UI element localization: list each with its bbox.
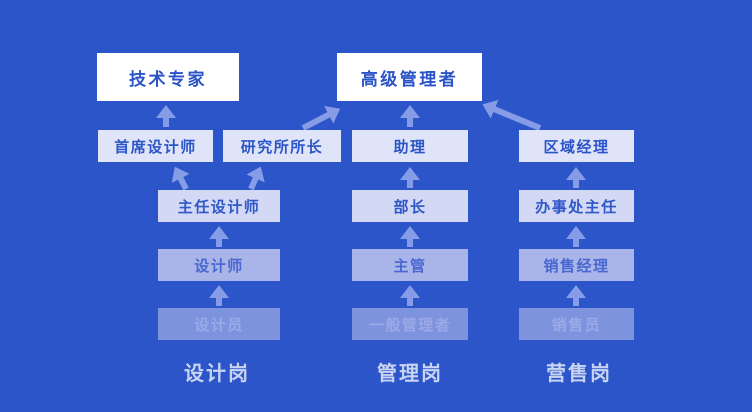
node-director-designer: 主任设计师 <box>158 190 280 222</box>
arrow-director-designer-to-institute-director <box>246 166 265 191</box>
node-chief-designer: 首席设计师 <box>98 130 213 162</box>
node-office-director: 办事处主任 <box>519 190 634 222</box>
node-supervisor: 主管 <box>352 249 468 281</box>
arrow-regional-manager-to-senior-manager <box>482 100 542 131</box>
node-institute-director: 研究所所长 <box>223 130 341 162</box>
node-salesperson: 销售员 <box>519 308 634 340</box>
node-minister: 部长 <box>352 190 468 222</box>
column-label-management: 管理岗 <box>377 363 443 385</box>
arrow-institute-director-to-senior-manager <box>301 105 341 131</box>
node-senior-manager: 高级管理者 <box>337 53 482 101</box>
node-designer: 设计师 <box>158 249 280 281</box>
node-tech-expert: 技术专家 <box>97 53 239 101</box>
node-general-manager: 一般管理者 <box>352 308 468 340</box>
node-regional-manager: 区域经理 <box>519 130 634 162</box>
arrow-director-designer-to-chief-designer <box>171 166 190 191</box>
column-label-design: 设计岗 <box>184 363 250 385</box>
column-label-sales: 营售岗 <box>546 363 612 385</box>
node-draftsman: 设计员 <box>158 308 280 340</box>
node-sales-manager: 销售经理 <box>519 249 634 281</box>
node-assistant: 助理 <box>352 130 468 162</box>
